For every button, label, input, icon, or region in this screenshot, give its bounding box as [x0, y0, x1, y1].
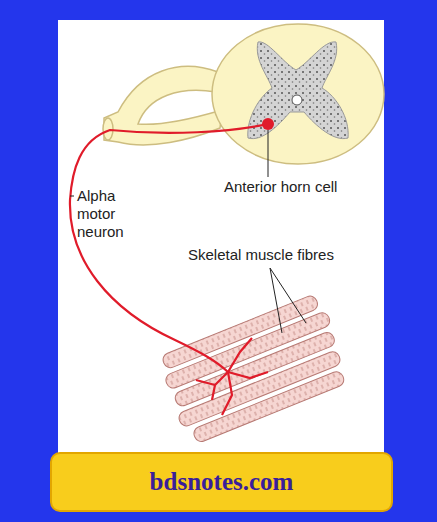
structure-label: Alpha motor neuron [77, 187, 135, 241]
structure-label: Anterior horn cell [224, 178, 337, 196]
alpha-motor-neuron [70, 124, 268, 415]
watermark-text: bdsnotes.com [150, 468, 294, 496]
spinal-cord [212, 24, 384, 164]
grey-matter [248, 42, 348, 139]
leader-lines [70, 130, 306, 333]
anterior-horn-cell-body [262, 118, 274, 130]
watermark-bar: bdsnotes.com [50, 452, 393, 512]
central-canal [292, 95, 302, 105]
structure-label: Skeletal muscle fibres [188, 246, 334, 264]
skeletal-muscle-fibres [154, 292, 354, 446]
white-panel [58, 20, 384, 460]
